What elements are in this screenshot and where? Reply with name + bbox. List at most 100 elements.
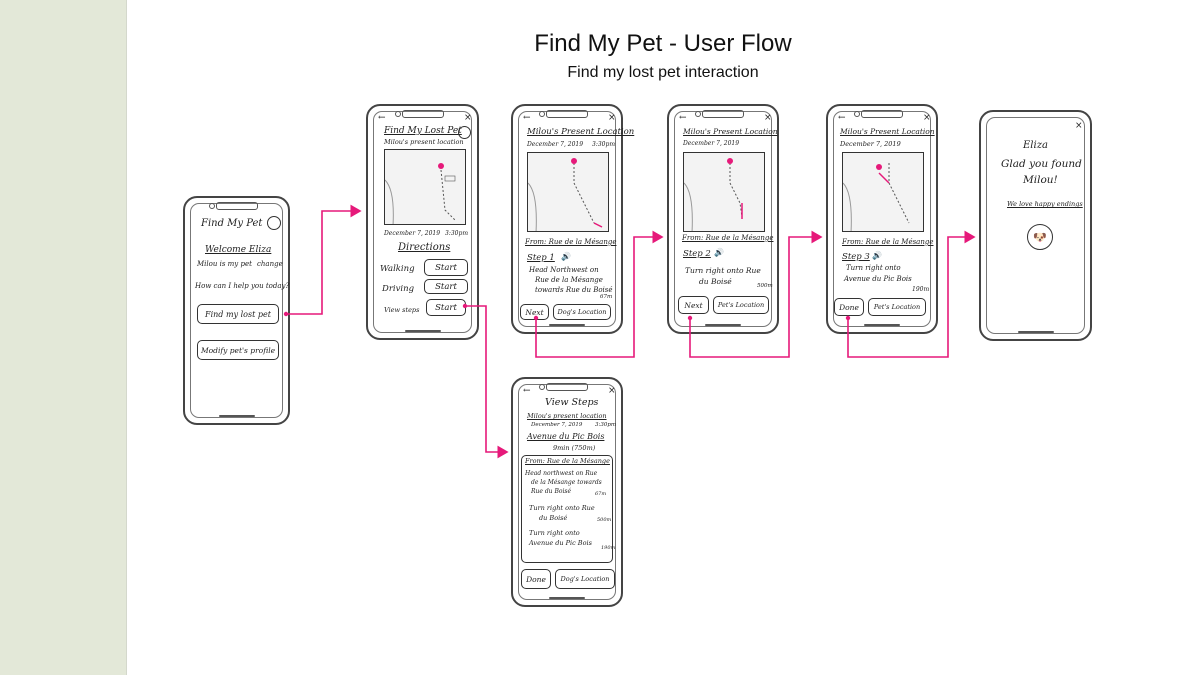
present-location-sub: Milou's present location — [384, 138, 464, 146]
map-view[interactable] — [527, 152, 609, 232]
phone-success: × Eliza Glad you found Milou! We love ha… — [979, 110, 1092, 341]
date-text: December 7, 2019 — [531, 422, 583, 428]
speaker-icon[interactable]: 🔊 — [714, 248, 724, 257]
from-text: From: Rue de la Mésange — [842, 238, 934, 246]
success-message-2: Milou! — [1023, 174, 1058, 186]
instruction-line-1: Turn right onto Rue — [685, 266, 761, 275]
driving-label: Driving — [382, 284, 415, 294]
close-icon[interactable]: × — [764, 113, 772, 123]
pets-location-button[interactable]: Pet's Location — [868, 298, 926, 316]
distance-text: 500m — [757, 283, 773, 289]
step1-line1: Head northwest on Rue — [525, 470, 598, 477]
next-button[interactable]: Next — [520, 304, 549, 320]
step1-line3: Rue du Boisé — [531, 488, 572, 495]
modify-profile-button[interactable]: Modify pet's profile — [197, 340, 279, 360]
steps-list-panel — [521, 455, 613, 563]
step2-distance: 500m — [597, 517, 612, 523]
map-view[interactable] — [683, 152, 765, 232]
instruction-line-3: towards Rue du Boisé — [535, 286, 613, 294]
date-text: December 7, 2019 — [683, 140, 740, 147]
left-sidebar-band — [0, 0, 126, 675]
profile-icon[interactable] — [267, 216, 281, 230]
back-icon[interactable]: ← — [838, 113, 846, 123]
back-icon[interactable]: ← — [378, 113, 386, 123]
welcome-text: Welcome Eliza — [205, 245, 272, 255]
dogs-location-button[interactable]: Dog's Location — [555, 569, 615, 589]
screen-heading: Milou's Present Location — [683, 127, 778, 136]
screen-heading: Milou's Present Location — [840, 127, 935, 136]
back-icon[interactable]: ← — [679, 113, 687, 123]
destination-text: Avenue du Pic Bois — [527, 432, 605, 441]
instruction-line-2: du Boisé — [699, 277, 732, 286]
close-icon[interactable]: × — [923, 113, 931, 123]
screen-heading: Find My Lost Pet — [384, 126, 462, 136]
app-title: Find My Pet — [201, 218, 263, 229]
phone-step-3: ← × Milou's Present Location December 7,… — [826, 104, 938, 334]
dogs-location-button[interactable]: Dog's Location — [553, 304, 611, 320]
pet-line: Milou is my pet — [197, 260, 252, 268]
slide-subtitle: Find my lost pet interaction — [567, 64, 759, 81]
viewsteps-label: View steps — [384, 306, 420, 314]
map-view[interactable] — [384, 149, 466, 225]
date-text: December 7, 2019 — [527, 141, 584, 148]
walking-start-button[interactable]: Start — [424, 259, 468, 276]
screen-heading: View Steps — [545, 397, 599, 408]
close-icon[interactable]: × — [1075, 121, 1083, 131]
present-location-sub: Milou's present location — [527, 412, 607, 420]
instruction-line-1: Turn right onto — [846, 264, 901, 272]
instruction-line-2: Rue de la Mésange — [535, 276, 603, 284]
phone-view-steps: ← × View Steps Milou's present location … — [511, 377, 623, 607]
viewsteps-start-button[interactable]: Start — [426, 299, 466, 316]
back-icon[interactable]: ← — [523, 113, 531, 123]
success-message-1: Glad you found — [1001, 158, 1082, 170]
speaker-icon[interactable]: 🔊 — [561, 252, 571, 261]
step3-line2: Avenue du Pic Bois — [529, 539, 592, 547]
change-link[interactable]: change — [257, 260, 283, 268]
dog-face-icon: 🐶 — [1027, 224, 1053, 250]
speaker-icon[interactable]: 🔊 — [872, 251, 882, 260]
walking-label: Walking — [380, 264, 415, 274]
close-icon[interactable]: × — [608, 386, 616, 396]
time-text: 3:30pm — [445, 230, 469, 237]
next-button[interactable]: Next — [678, 296, 709, 314]
step-label: Step 2 — [683, 249, 711, 259]
date-text: December 7, 2019 — [840, 140, 901, 148]
phone-step-2: ← × Milou's Present Location December 7,… — [667, 104, 779, 334]
eta-text: 9min (750m) — [553, 444, 596, 452]
instruction-line-2: Avenue du Pic Bois — [844, 275, 912, 283]
phone-find-lost-pet: ← × Find My Lost Pet Milou's present loc… — [366, 104, 479, 340]
map-view[interactable] — [842, 152, 924, 232]
close-icon[interactable]: × — [608, 113, 616, 123]
distance-text: 190m — [912, 286, 930, 293]
step-label: Step 3 — [842, 252, 870, 262]
step-label: Step 1 — [527, 253, 555, 263]
step2-line1: Turn right onto Rue — [529, 504, 595, 512]
step1-distance: 67m — [595, 491, 607, 497]
done-button[interactable]: Done — [834, 298, 864, 316]
step1-line2: de la Mésange towards — [531, 479, 602, 486]
step3-line1: Turn right onto — [529, 529, 580, 537]
from-text: From: Rue de la Mésange — [525, 238, 617, 246]
step2-line2: du Boisé — [539, 514, 568, 522]
find-lost-pet-button[interactable]: Find my lost pet — [197, 304, 279, 324]
directions-heading: Directions — [398, 242, 451, 253]
date-text: December 7, 2019 — [384, 230, 441, 237]
phone-home: Find My Pet Welcome Eliza Milou is my pe… — [183, 196, 290, 425]
tagline: We love happy endings — [1007, 200, 1083, 208]
done-button[interactable]: Done — [521, 569, 551, 589]
from-text: From: Rue de la Mésange — [682, 234, 774, 242]
slide-title: Find My Pet - User Flow — [534, 30, 792, 57]
driving-start-button[interactable]: Start — [424, 279, 468, 294]
instruction-line-1: Head Northwest on — [529, 266, 599, 274]
time-text: 3:30pm — [592, 141, 616, 148]
time-text: 3:30pm — [595, 422, 617, 428]
profile-icon[interactable] — [458, 126, 471, 139]
help-question: How can I help you today? — [195, 282, 290, 290]
user-name: Eliza — [1023, 140, 1048, 151]
close-icon[interactable]: × — [464, 113, 472, 123]
phone-step-1: ← × Milou's Present Location December 7,… — [511, 104, 634, 334]
distance-text: 67m — [600, 294, 613, 300]
back-icon[interactable]: ← — [523, 386, 531, 396]
pets-location-button[interactable]: Pet's Location — [713, 296, 769, 314]
